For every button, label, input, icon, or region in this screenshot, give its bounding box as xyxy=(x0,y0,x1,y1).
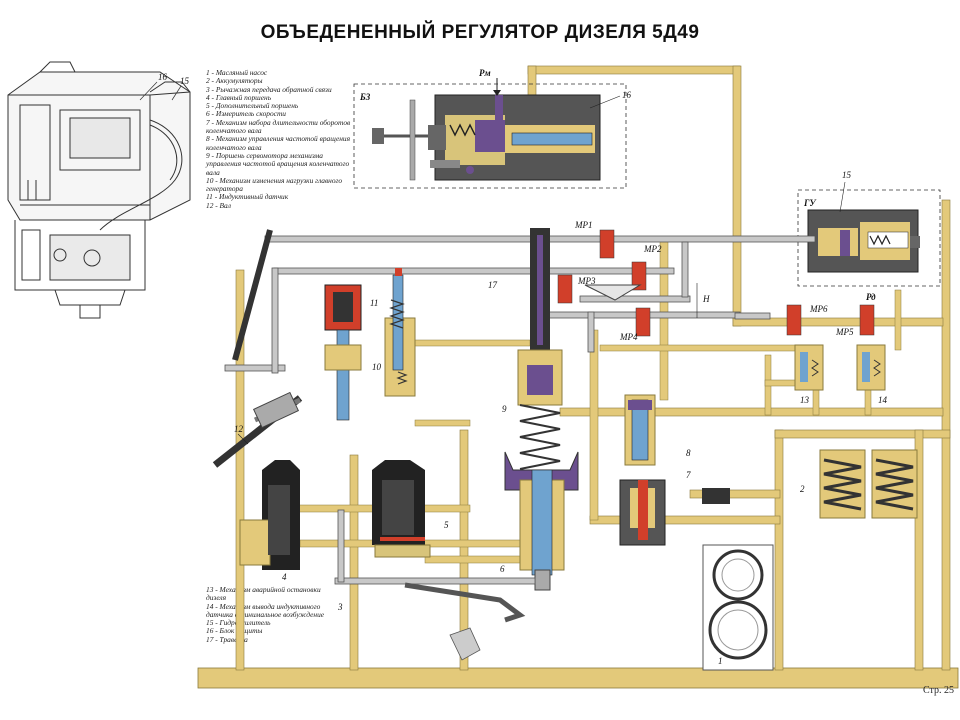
legend-item: 3 - Рычажная передача обратной связи xyxy=(206,84,332,94)
page-number: Стр. 25 xyxy=(922,685,954,696)
label-7: 7 xyxy=(686,470,691,480)
legend-item: 6 - Измеритель скорости xyxy=(206,109,286,119)
label-5: 5 xyxy=(444,520,449,530)
label-gu: ГУ xyxy=(803,198,817,208)
label-9: 9 xyxy=(502,404,507,414)
extra-piston-5 xyxy=(372,460,431,558)
legend-item: 12 - Вал xyxy=(206,200,231,210)
label-mp4: МР4 xyxy=(619,332,638,342)
load-mechanism-10 xyxy=(384,268,416,397)
label-11: 11 xyxy=(370,298,378,308)
label-8: 8 xyxy=(686,448,691,458)
mp-springs xyxy=(557,229,875,337)
legend-item: 1 - Масляный насос xyxy=(206,68,268,77)
label-mp2: МР2 xyxy=(643,244,662,254)
legend-item: 10 - Механизм изменения нагрузки главног… xyxy=(206,175,343,194)
label-12: 12 xyxy=(234,424,244,434)
legend-item: 13 - Механизм аварийной остановки дизеля xyxy=(206,585,321,603)
servo-piston-9 xyxy=(504,228,579,491)
label-1: 1 xyxy=(718,656,723,666)
main-piston-4 xyxy=(239,460,300,570)
legend-item: 8 - Механизм управления частотой вращени… xyxy=(206,134,351,152)
shaft-12 xyxy=(212,229,303,468)
label-6: 6 xyxy=(500,564,505,574)
legend-item: 11 - Индуктивный датчик xyxy=(206,192,289,202)
label-13: 13 xyxy=(800,395,810,405)
speed-set-mechanism-7 xyxy=(619,479,730,546)
label-mp1: МР1 xyxy=(574,220,593,230)
label-3: 3 xyxy=(337,602,343,612)
label-b3: Б3 xyxy=(359,92,371,102)
hydraulic-booster-gu xyxy=(797,189,941,287)
label-4: 4 xyxy=(282,572,287,582)
label-2: 2 xyxy=(800,484,805,494)
label-17: 17 xyxy=(488,280,498,290)
sensor-output-14 xyxy=(856,344,886,391)
label-15: 15 xyxy=(842,170,852,180)
legend-item: 9 - Поршень сервомотора механизма управл… xyxy=(206,150,350,177)
feedback-lever-3 xyxy=(334,509,536,661)
speed-control-8 xyxy=(624,394,656,466)
legend-item: 5 - Дополнительный поршень xyxy=(206,101,299,111)
label-14: 14 xyxy=(878,395,888,405)
label-pd: Рд xyxy=(866,292,876,302)
label-16: 16 xyxy=(622,90,632,100)
legend-list: 1 - Масляный насос 2 - Аккумуляторы 3 - … xyxy=(206,68,356,210)
protection-block-b3 xyxy=(353,78,627,189)
legend-item: 17 - Траверса xyxy=(206,634,248,644)
legend-item: 14 - Механизм вывода индуктивного датчик… xyxy=(206,601,325,619)
label-mp6: МР6 xyxy=(809,304,828,314)
label-10: 10 xyxy=(372,362,382,372)
sketch-label-16: 16 xyxy=(158,72,168,82)
label-h: Н xyxy=(702,294,710,304)
legend-item: 2 - Аккумуляторы xyxy=(206,76,263,86)
emergency-stop-13 xyxy=(794,344,824,391)
accumulators-2 xyxy=(819,449,918,519)
legend-item: 16 - Блок защиты xyxy=(206,626,263,636)
legend-item: 4 - Главный поршень xyxy=(206,92,272,102)
governor-sketch xyxy=(7,61,191,319)
label-mp5: МР5 xyxy=(835,327,854,337)
speed-meter-6 xyxy=(519,469,565,591)
label-mp3: МР3 xyxy=(577,276,596,286)
inductive-sensor-11 xyxy=(324,284,362,421)
diagram-title: ОБЪЕДЕНЕННЫЙ РЕГУЛЯТОР ДИЗЕЛЯ 5Д49 xyxy=(260,22,700,43)
label-pm: Рм xyxy=(479,68,491,78)
sketch-label-15: 15 xyxy=(180,76,190,86)
legend-item: 7 - Механизм набора длительности оборото… xyxy=(206,117,351,136)
oil-pump-1 xyxy=(702,544,774,671)
